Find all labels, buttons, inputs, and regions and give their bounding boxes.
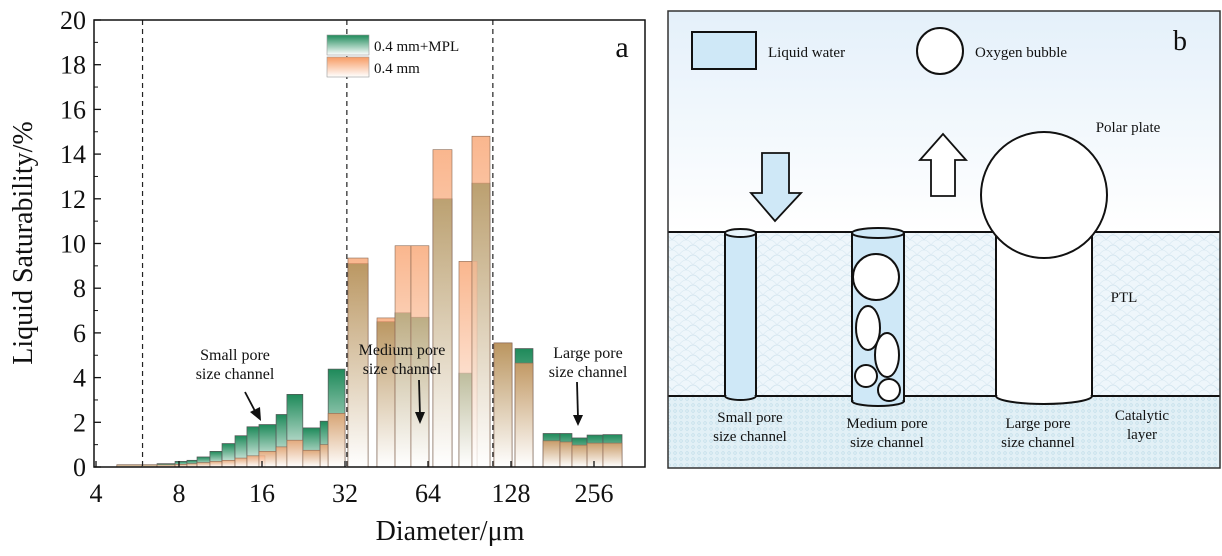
liquid-water-legend-icon — [691, 31, 757, 70]
x-axis: 4 8 16 32 64 128 256 — [90, 461, 614, 508]
annotation-large: Large pore size channel — [549, 345, 628, 426]
bar-plain-22 — [471, 135, 491, 468]
legend-label-mpl: 0.4 mm+MPL — [374, 39, 459, 55]
panel-label-b: b — [1173, 26, 1187, 57]
annotation-medium: Medium pore size channel — [359, 342, 446, 424]
label-catalytic-2: layer — [1127, 427, 1157, 443]
annotation-small: Small pore size channel — [196, 347, 275, 421]
plot-frame — [93, 19, 646, 468]
bar-plain-26 — [559, 441, 573, 468]
x-tick-label: 128 — [492, 479, 531, 508]
label-medium-1: Medium pore — [846, 416, 928, 432]
y-tick-label: 14 — [60, 140, 86, 169]
panel-label-a: a — [615, 31, 628, 64]
y-tick-label: 20 — [60, 6, 86, 35]
legend-liquid-water: Liquid water — [768, 45, 845, 61]
bar-plain-29 — [602, 442, 623, 468]
small-pore-channel — [724, 228, 757, 401]
bar-plain-7 — [221, 459, 236, 468]
annotation-small-line2: size channel — [196, 366, 275, 383]
diagram-frame — [667, 10, 1221, 469]
arrow-head-icon — [415, 412, 425, 424]
y-tick-label: 4 — [73, 364, 86, 393]
y-tick-label: 2 — [73, 408, 86, 437]
bar-plain-27 — [571, 444, 588, 468]
x-tick-label: 16 — [249, 479, 275, 508]
legend-swatch-mpl — [326, 34, 370, 56]
y-axis-label: Liquid Saturability/% — [8, 121, 39, 364]
label-large-1: Large pore — [1005, 416, 1070, 432]
large-pore-channel — [980, 131, 1108, 405]
y-axis: 0 2 4 6 8 10 12 14 16 18 20 — [60, 6, 101, 482]
y-tick-label: 6 — [73, 319, 86, 348]
annotation-small-line1: Small pore — [200, 347, 270, 364]
bar-plain-15 — [327, 413, 346, 468]
legend-label-plain: 0.4 mm — [374, 61, 420, 77]
y-tick-label: 8 — [73, 274, 86, 303]
legend-swatch-plain — [326, 56, 370, 78]
label-medium-2: size channel — [850, 435, 924, 451]
y-tick-label: 0 — [73, 453, 86, 482]
label-polar-plate: Polar plate — [1096, 120, 1161, 136]
bar-plain-28 — [586, 442, 604, 468]
y-tick-label: 12 — [60, 185, 86, 214]
bar-plain-24 — [514, 362, 534, 468]
label-small-1: Small pore — [717, 410, 783, 426]
x-tick-label: 64 — [415, 479, 441, 508]
bar-plain-11 — [275, 446, 288, 468]
annotation-medium-line1: Medium pore — [359, 342, 446, 359]
bubble-icon — [852, 253, 900, 301]
bar-plain-17 — [376, 317, 396, 468]
medium-pore-channel — [851, 227, 905, 407]
arrow-head-icon — [573, 415, 583, 426]
arrow-head-icon — [250, 407, 261, 421]
arrow-icon — [576, 381, 579, 419]
x-tick-label: 8 — [173, 479, 186, 508]
x-tick-label: 256 — [575, 479, 614, 508]
x-tick-label: 4 — [90, 479, 103, 508]
bar-plain-23 — [493, 342, 513, 468]
label-ptl: PTL — [1111, 290, 1138, 306]
chart-panel-a: 0 2 4 6 8 10 12 14 16 18 20 4 8 16 32 64 128 256 Diamete… — [8, 6, 646, 547]
annotation-large-line2: size channel — [549, 364, 628, 381]
arrow-icon — [244, 391, 257, 414]
y-tick-label: 10 — [60, 230, 86, 259]
legend-oxygen-bubble: Oxygen bubble — [975, 45, 1067, 61]
catalytic-layer-region — [668, 396, 1220, 468]
water-inflow-arrow-icon — [749, 152, 804, 223]
bars-layer — [116, 135, 623, 468]
label-catalytic-1: Catalytic — [1115, 408, 1169, 424]
bar-plain-25 — [542, 440, 561, 468]
ptl-region — [668, 232, 1220, 396]
bar-plain-20 — [432, 149, 453, 468]
label-large-2: size channel — [1001, 435, 1075, 451]
divider-lines — [141, 20, 494, 467]
x-axis-label: Diameter/μm — [376, 516, 525, 547]
bar-plain-12 — [286, 439, 304, 468]
oxygen-bubble-legend-icon — [916, 27, 964, 75]
bar-plain-13 — [302, 449, 321, 468]
y-tick-label: 16 — [60, 95, 86, 124]
y-tick-label: 18 — [60, 51, 86, 80]
bubble-icon — [874, 332, 900, 378]
bubble-outflow-arrow-icon — [918, 132, 968, 197]
large-oxygen-bubble-icon — [980, 131, 1108, 259]
bar-plain-8 — [234, 457, 248, 468]
annotation-large-line1: Large pore — [553, 345, 622, 362]
bar-plain-14 — [319, 444, 329, 468]
x-tick-label: 32 — [332, 479, 358, 508]
bar-plain-6 — [209, 461, 223, 468]
annotation-medium-line2: size channel — [363, 361, 442, 378]
bubble-icon — [854, 364, 878, 388]
diagram-panel-b: Liquid water Oxygen bubble b Polar plate… — [667, 10, 1221, 469]
legend: 0.4 mm+MPL 0.4 mm — [326, 34, 459, 78]
bubble-icon — [855, 305, 881, 351]
label-small-2: size channel — [713, 429, 787, 445]
bubble-icon — [877, 378, 901, 402]
arrow-icon — [418, 379, 421, 416]
